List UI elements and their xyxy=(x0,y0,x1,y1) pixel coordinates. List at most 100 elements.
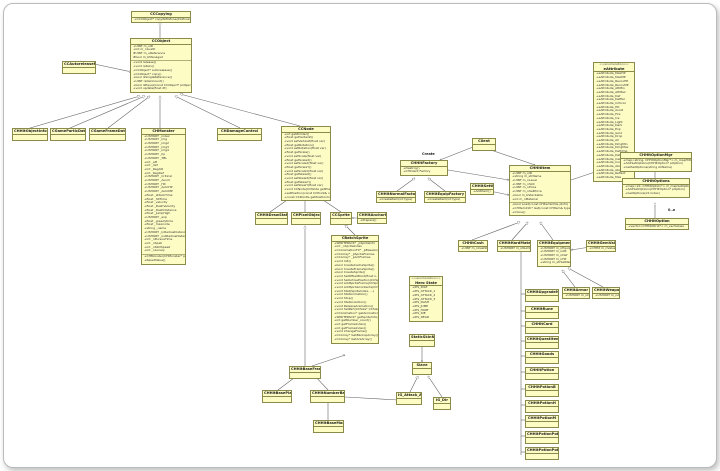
class-box[interactable]: CHHitBasePlayer xyxy=(262,390,292,403)
class-box[interactable]: Client xyxy=(472,138,496,151)
class-member: +void StatAnimation() xyxy=(334,292,368,297)
class-box[interactable]: StaticSkinNet xyxy=(409,334,435,347)
class-box[interactable]: CHHitFactory+Destroy()+CHClient Factory xyxy=(400,160,448,176)
class-body xyxy=(526,358,558,363)
class-box[interactable]: CHPixelObject xyxy=(291,212,321,225)
class-members: +CreateItem(int type) xyxy=(425,197,465,203)
class-box[interactable]: CHHitCash+UINT m_nCashNum xyxy=(458,240,488,253)
class-name: CHHitEquipment xyxy=(538,241,571,247)
class-name: CHHitObjectInfo xyxy=(13,129,47,135)
class-member: +float getRotation() xyxy=(284,142,315,147)
class-member: +CCCObject* copyWithZone(CCZone* pZone) xyxy=(134,16,191,21)
class-box[interactable]: CHHitPotionM xyxy=(525,415,559,428)
class-box[interactable]: CHHitBaseMonster xyxy=(313,420,344,433)
class-box[interactable]: CHHitSetting+AddItem() xyxy=(470,183,494,196)
class-box[interactable]: CHHitItem+UINT m_nID+string m_strName+UI… xyxy=(509,165,571,217)
class-name: CCAutoreleasePool xyxy=(63,62,96,68)
class-box[interactable]: CHHitQuestItem xyxy=(525,336,559,349)
class-box[interactable]: CBatchSprite+SPRITEPACK* _pSpriteInfo+in… xyxy=(331,235,379,344)
class-box[interactable]: CCNode+int getZOrder()+float getVertexZ(… xyxy=(281,126,331,202)
class-fields: +UINT m_nID+string m_strName+UINT m_nLev… xyxy=(510,170,570,204)
class-box[interactable]: CHHitPotionPotion xyxy=(525,431,559,444)
factory-note: Create xyxy=(422,152,435,156)
class-member: +bool CreateSprite() xyxy=(334,270,366,275)
class-member: +float _JumpHigh xyxy=(144,211,171,216)
class-box[interactable]: <<enumeration>>Hero State+IPS_IDLE+IPS_A… xyxy=(409,276,443,322)
class-name: CHHitPotionPotion xyxy=(526,432,559,438)
class-box[interactable]: CGameParticData xyxy=(50,128,86,141)
class-member: +USHORT m_nAtt xyxy=(540,249,567,254)
class-box[interactable]: CHMonster+USHORT _index+USHORT _img+USHO… xyxy=(141,128,186,265)
class-box[interactable]: CHHitNumberBaseObject xyxy=(310,390,345,403)
class-body xyxy=(526,454,558,459)
class-box[interactable]: CGameFrameData xyxy=(89,128,126,141)
class-box[interactable]: CHHitDrawState xyxy=(255,212,288,225)
class-box[interactable]: CHHitArmor+USHORT m_nDefense xyxy=(562,287,590,300)
class-member: +USHORT _hp xyxy=(144,152,166,157)
class-box[interactable]: CCObject+UINT m_uID+int m_nLuaID#UINT m_… xyxy=(130,38,192,94)
class-member: +eAttribute_DmgMax xyxy=(596,145,629,150)
class-box[interactable]: CHHitOption+vector<CHHitAttrib*> m_vecVa… xyxy=(625,218,689,231)
class-box[interactable]: CHHitPotion xyxy=(525,367,559,380)
edge-hard-item xyxy=(511,222,528,241)
class-box[interactable]: IG_Dir xyxy=(433,397,451,410)
class-box[interactable]: CHHitBaseFrame xyxy=(289,366,321,379)
class-box[interactable]: CHDamageControl xyxy=(217,128,262,141)
class-box[interactable]: CHHitPotionB xyxy=(525,384,559,397)
class-member: +eAttribute_DefDmgPer xyxy=(596,152,633,157)
class-name: CHHitHardMaterial xyxy=(498,241,531,247)
class-box[interactable]: CCCopying+CCCObject* copyWithZone(CCZone… xyxy=(131,11,191,24)
class-member: +UINT m_nCashNum xyxy=(461,245,488,250)
class-name: CCCopying xyxy=(132,12,190,18)
class-member: +UINT m_nPrice xyxy=(512,185,537,190)
class-member: +UINT m_nID xyxy=(512,170,533,175)
class-member: +int _nSpriteIndex xyxy=(334,244,362,249)
class-member: +CCObject* autorelease() xyxy=(133,67,172,72)
class-box[interactable]: CCSprite xyxy=(330,212,352,225)
class-box[interactable]: CHHitEquipment+USHORT m_nEquipType+USHOR… xyxy=(537,240,571,268)
class-member: +int m_nLuaID xyxy=(133,47,156,52)
class-box[interactable]: CHHitRune xyxy=(525,306,559,319)
class-member: +void release() xyxy=(133,60,157,65)
class-box[interactable]: CHHitHardMaterial+USHORT m_nNumber xyxy=(497,240,531,253)
class-box[interactable]: CHHitGoods xyxy=(525,351,559,364)
class-box[interactable]: CHHitGemValue+CHHit m_nValue xyxy=(586,240,616,253)
class-body xyxy=(331,219,351,224)
class-box[interactable]: CHHitEquipFactory+CreateItem(int type) xyxy=(424,191,466,204)
class-name: CHHitWeapon xyxy=(593,288,620,294)
class-name: CHHitCash xyxy=(459,241,487,247)
class-body xyxy=(526,438,558,443)
class-member: +int _nSpell xyxy=(144,240,163,245)
class-box[interactable]: CHHitOptions+map<int, CHHitOption*> m_ma… xyxy=(622,178,690,198)
class-box[interactable]: CHHitObjectInfo xyxy=(12,128,48,141)
class-box[interactable]: IG_Attack_A xyxy=(396,392,422,405)
class-box[interactable]: CHHitUpgradeMore xyxy=(525,289,559,302)
class-box[interactable]: CHHitPotionH xyxy=(525,400,559,413)
class-box[interactable]: CHHitWeapon+USHORT m_nAttack xyxy=(592,287,620,300)
class-box[interactable]: CHHitNormalFactory+CreateItem(int type) xyxy=(376,191,416,204)
class-member: +eAttribute_AbsorbHP xyxy=(596,163,630,168)
class-box[interactable]: CHHitOptionMgr+map<string, CHHitOptionMg… xyxy=(620,152,692,172)
class-name: CHHitUpgradeMore xyxy=(526,290,558,296)
class-member: +eAttribute_DefDmg xyxy=(596,149,628,154)
class-member: +USHORT _inRadiusDistance xyxy=(144,229,186,234)
class-box[interactable]: <<enumeration>>eAttribute+eAttribute_Max… xyxy=(593,62,635,182)
class-member: #UINT m_uReference xyxy=(133,51,166,55)
class-member: +void setSkewY(float var) xyxy=(284,183,323,188)
edge-batch-sprite xyxy=(345,225,356,236)
class-member: +eAttribute_Cooldown xyxy=(596,160,630,165)
class-name: CHHitRune xyxy=(526,307,558,313)
class-box[interactable]: CHHitCard xyxy=(525,321,559,334)
class-member: +USHORT _img2 xyxy=(144,141,169,145)
class-member: +int _att xyxy=(144,159,158,164)
class-member: +IPS_DASH xyxy=(412,300,430,305)
class-member: +void Stat(SpriteIndex, ...) xyxy=(334,288,375,293)
class-box[interactable]: Slave xyxy=(412,362,432,375)
class-member: +Destroy() xyxy=(403,165,420,170)
class-box[interactable]: CHHitPotionPot xyxy=(525,447,559,460)
class-member: +CCArray* GetAniArray() xyxy=(334,336,372,341)
class-name: CHHitFactory xyxy=(401,161,447,167)
class-box[interactable]: CCAutoreleasePool xyxy=(62,61,96,74)
class-box[interactable]: CHHitAnchorRect+Prepare() xyxy=(357,212,387,225)
class-member: +eAttribute_DmgMin xyxy=(596,141,628,146)
